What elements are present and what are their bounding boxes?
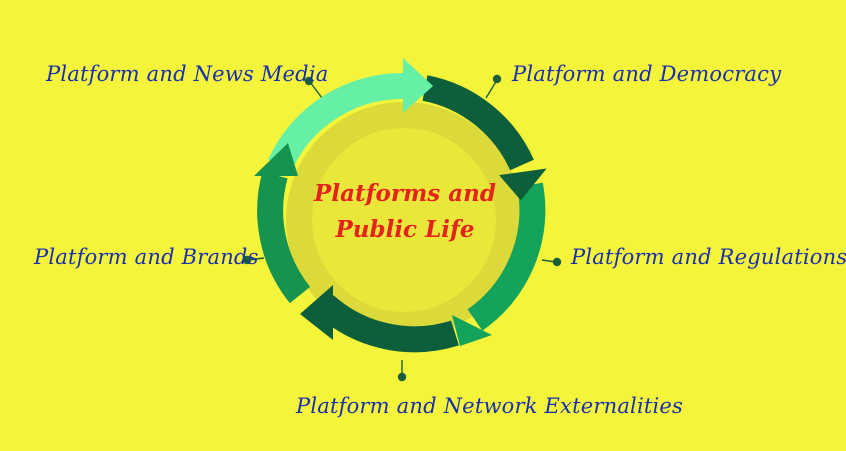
inner-disc <box>312 128 496 312</box>
arrowhead-regulations <box>452 315 492 346</box>
connector-democracy <box>485 79 498 99</box>
dot-regulations <box>552 257 562 267</box>
center-title-line1: Platforms and <box>314 180 496 207</box>
arrow-segment-news-media <box>268 72 405 171</box>
label-network: Platform and Network Externalities <box>296 394 684 418</box>
dot-brands <box>242 255 252 265</box>
arrow-segment-brands <box>257 171 311 304</box>
center-title: Platforms and Public Life <box>300 176 510 248</box>
label-regulations: Platform and Regulations <box>571 245 846 269</box>
dot-democracy <box>492 74 502 84</box>
label-news-media: Platform and News Media <box>46 62 329 86</box>
arrowhead-brands <box>254 143 298 176</box>
arrowhead-network <box>300 285 333 340</box>
label-democracy: Platform and Democracy <box>512 62 782 86</box>
dot-news-media <box>304 76 314 86</box>
arrow-segment-regulations <box>467 182 546 331</box>
dot-network <box>397 372 407 382</box>
label-brands: Platform and Brands <box>34 245 259 269</box>
arrow-segment-network <box>316 295 459 353</box>
arrowhead-news-media <box>403 58 433 113</box>
arrowhead-democracy <box>499 168 547 201</box>
center-title-line2: Public Life <box>335 216 475 243</box>
arrow-segment-democracy <box>422 75 534 171</box>
connector-news-media <box>309 81 323 99</box>
